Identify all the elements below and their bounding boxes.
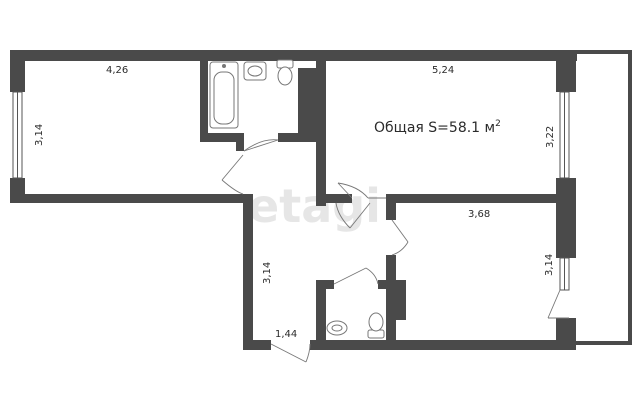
- wall-bath-bottom-left: [200, 133, 242, 142]
- door-entrance: [270, 343, 311, 363]
- window-left: [12, 91, 23, 179]
- wall-bath-bottom-right: [278, 133, 304, 142]
- wall-left-upper: [10, 50, 25, 92]
- dim-room1-depth: 3,14: [34, 124, 45, 146]
- bathtub: [209, 61, 239, 129]
- total-area-label: Общая S=58.1 м2: [374, 119, 501, 136]
- door-room2: [337, 182, 386, 199]
- wall-wc-top-right: [378, 280, 392, 289]
- wall-room3-left-top: [386, 194, 396, 220]
- wall-room1-bottom: [10, 194, 243, 203]
- sink-wc: [326, 320, 348, 336]
- balcony-right: [628, 50, 632, 345]
- window-right-bottom: [559, 257, 570, 291]
- dim-hall-depth: 3,14: [262, 262, 273, 284]
- wall-wc-shaft: [388, 280, 406, 320]
- wall-hall-left: [243, 194, 253, 350]
- wall-top: [10, 50, 577, 61]
- wall-right-mid: [556, 178, 576, 258]
- balcony-door: [547, 289, 569, 319]
- dim-room2-depth: 3,22: [545, 126, 556, 148]
- door-room1: [221, 154, 244, 195]
- sink-bath: [243, 61, 267, 81]
- wall-wc-left: [316, 282, 326, 348]
- wall-bottom: [310, 340, 576, 350]
- wall-wc-top: [316, 280, 334, 289]
- dim-room3-width: 3,68: [468, 209, 490, 220]
- toilet-bath: [276, 59, 294, 86]
- dim-room1-width: 4,26: [106, 65, 128, 76]
- dim-room3-depth: 3,14: [544, 254, 555, 276]
- total-area-text: Общая S=58.1 м: [374, 120, 495, 136]
- wall-bath-left: [200, 56, 208, 141]
- wall-room2-bottom-right: [386, 194, 556, 203]
- dim-hall-width: 1,44: [275, 329, 297, 340]
- door-bathroom: [243, 139, 279, 152]
- watermark: etagi: [248, 179, 381, 233]
- wall-bottom-left: [243, 340, 271, 350]
- wall-shaft: [298, 68, 318, 142]
- wall-room2-bottom-left: [316, 194, 352, 203]
- wall-room2-left: [316, 56, 326, 206]
- total-area-sup: 2: [495, 119, 501, 129]
- wall-bath-door-jamb: [236, 133, 244, 151]
- wall-right-top: [556, 50, 576, 92]
- window-right-top: [559, 91, 570, 179]
- door-room2-leaf: [335, 202, 371, 229]
- toilet-wc: [367, 312, 385, 339]
- balcony-top: [575, 50, 632, 54]
- balcony-bottom: [575, 341, 632, 345]
- door-wc: [333, 267, 379, 285]
- door-room3: [391, 219, 409, 256]
- dim-room2-width: 5,24: [432, 65, 454, 76]
